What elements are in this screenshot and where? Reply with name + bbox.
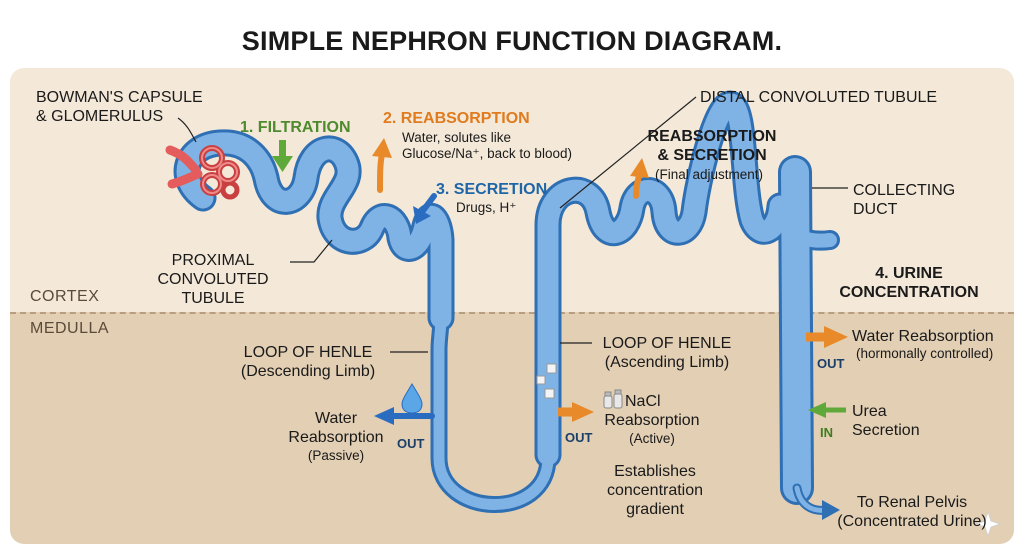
ascending-limb-label: LOOP OF HENLE (Ascending Limb) [602, 335, 732, 371]
urea-in-arrow [808, 402, 846, 418]
secretion-title: 3. SECRETION [436, 181, 548, 198]
distal-step-title: REABSORPTION & SECRETION [647, 128, 777, 164]
filtration-arrow [272, 140, 293, 172]
medulla-label: MEDULLA [30, 320, 110, 337]
water-out-arrow [374, 407, 435, 425]
cd-water-tag: OUT [817, 356, 845, 371]
water-desc-tag: OUT [397, 436, 425, 451]
cortex-region [10, 68, 1014, 312]
cd-water-title: Water Reabsorption [852, 328, 994, 345]
filtration-label: 1. FILTRATION [240, 119, 351, 136]
reabsorption-desc: Water, solutes like Glucose/Na⁺, back to… [402, 130, 572, 161]
cortex-medulla-boundary [10, 312, 1014, 314]
water-desc-note: (Passive) [307, 448, 365, 463]
solute-cube-icon [536, 363, 557, 399]
diagram-panel: CORTEX MEDULLA [10, 68, 1014, 544]
descending-limb-shape [430, 281, 557, 513]
water-drop-icon [401, 383, 423, 414]
reabsorption-title: 2. REABSORPTION [383, 110, 530, 127]
gradient-label: Establishes concentration gradient [606, 463, 704, 518]
renal-pelvis-arrow [792, 483, 840, 520]
descending-limb-label: LOOP OF HENLE (Descending Limb) [240, 344, 376, 380]
page-title: SIMPLE NEPHRON FUNCTION DIAGRAM. [241, 26, 783, 56]
distal-tubule-label: DISTAL CONVOLUTED TUBULE [700, 89, 938, 106]
nacl-note: (Active) [629, 431, 675, 446]
secretion-arrow [413, 193, 437, 224]
distal-step-desc: (Final adjustment) [655, 167, 764, 182]
sparkle-icon [974, 510, 1002, 538]
nacl-title: NaCl [625, 393, 661, 410]
nacl-desc: Reabsorption [604, 412, 700, 429]
cd-water-out-arrow [806, 326, 848, 348]
urea-tag: IN [820, 425, 833, 440]
proximal-tubule-label: PROXIMAL CONVOLUTED TUBULE [157, 252, 269, 307]
leader-lines [177, 96, 848, 353]
collecting-duct-label: COLLECTING DUCT [853, 182, 956, 218]
urine-concentration-label: 4. URINE CONCENTRATION [839, 265, 979, 301]
nacl-out-arrow [558, 402, 594, 422]
salt-shaker-icon [603, 389, 623, 409]
secretion-desc: Drugs, H⁺ [456, 200, 517, 215]
reabsorption-arrow [372, 138, 392, 193]
water-desc-label: Water Reabsorption [288, 410, 384, 446]
distal-reabsorption-arrow [630, 158, 649, 199]
bowmans-capsule-label: BOWMAN'S CAPSULE & GLOMERULUS [36, 89, 203, 125]
tubule-fill [176, 93, 837, 510]
renal-pelvis-label: To Renal Pelvis (Concentrated Urine) [837, 494, 987, 530]
cd-water-note: (hormonally controlled) [856, 346, 994, 361]
urea-label: Urea Secretion [852, 403, 920, 439]
reabsorption-group: 2. REABSORPTION [383, 109, 530, 128]
cortex-label: CORTEX [30, 288, 100, 305]
glomerulus-shape [165, 145, 240, 200]
nacl-tag: OUT [565, 430, 593, 445]
